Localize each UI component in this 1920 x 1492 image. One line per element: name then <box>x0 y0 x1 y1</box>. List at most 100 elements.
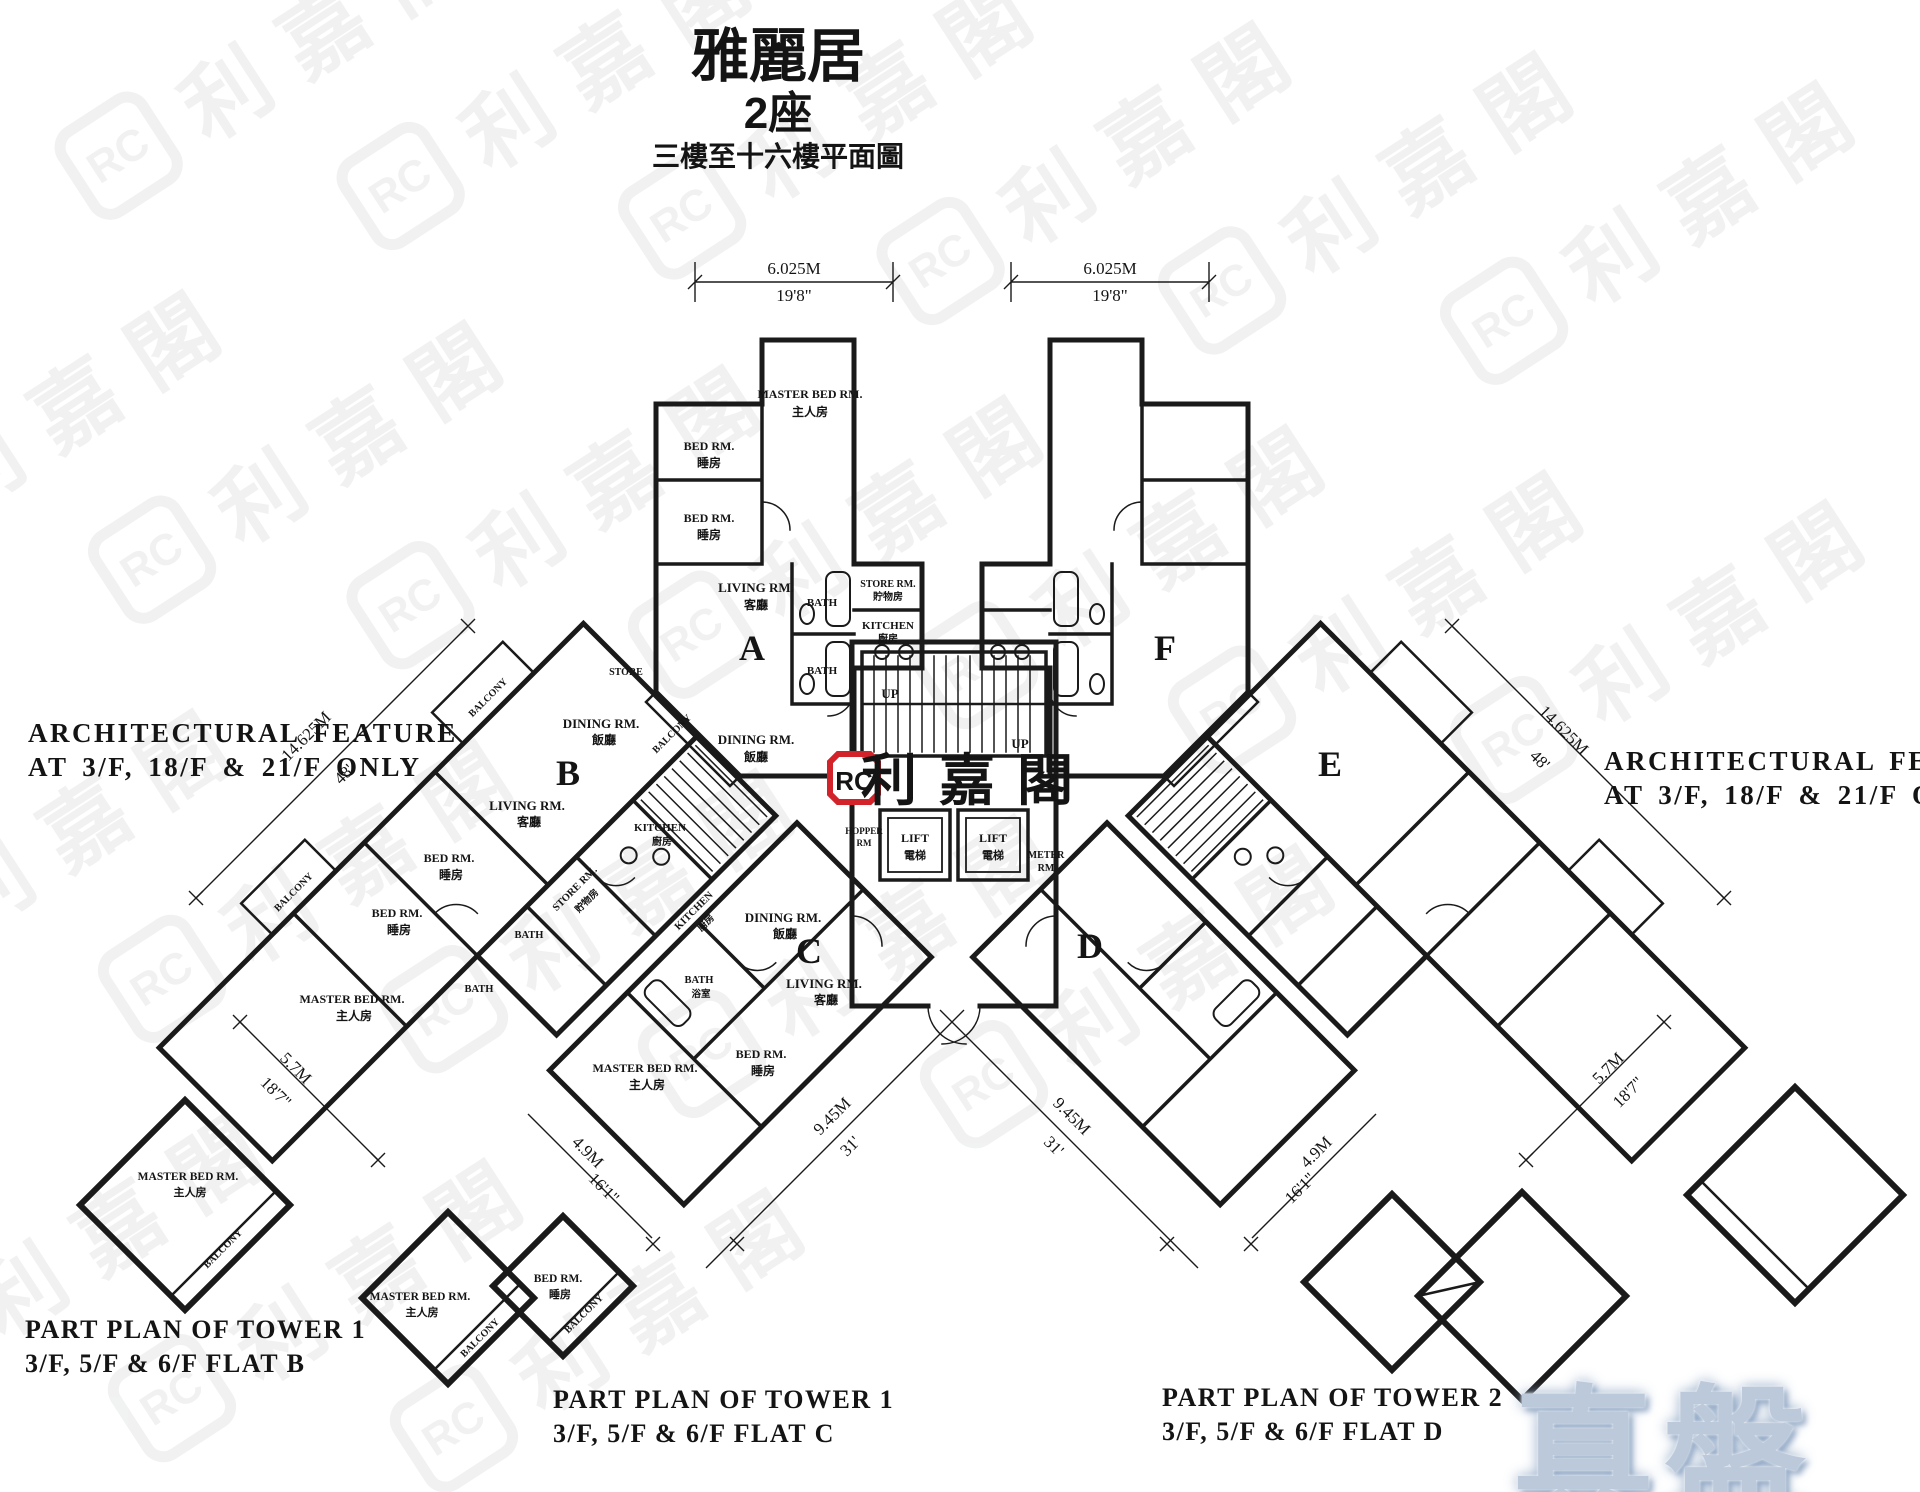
room-label-bath-zh: 浴室 <box>691 988 711 1000</box>
room-label-living: LIVING RM. <box>718 580 794 595</box>
dim-c-width-ft: 16'1" <box>585 1169 624 1208</box>
stair-label-up: UP <box>1011 736 1028 751</box>
page-title: 雅麗居 <box>691 24 865 89</box>
room-label-kitchen-zh: 廚房 <box>878 632 898 645</box>
room-label-bed-zh: 睡房 <box>439 867 463 882</box>
room-label-kitchen: KITCHEN <box>862 620 914 632</box>
flat-b-labels: DINING RM. 飯廳 B LIVING RM. 客廳 BED RM. 睡房… <box>299 716 686 1023</box>
part-plan-c-title2: 3/F, 5/F & 6/F FLAT C <box>553 1419 835 1448</box>
room-label-bath: BATH <box>465 984 494 995</box>
room-label-bed: BED RM. <box>372 906 423 920</box>
flat-letter-f: F <box>1154 628 1176 668</box>
room-label-master-bed: MASTER BED RM. <box>757 387 862 401</box>
room-label-bed: BED RM. <box>684 439 735 453</box>
hopper-room-label: RM <box>857 838 872 848</box>
flat-letter-a: A <box>739 628 765 668</box>
ricacorp-rc-letters: RC <box>835 766 873 796</box>
room-label-bed-zh: 睡房 <box>697 527 721 542</box>
room-label-store-zh: 貯物房 <box>873 590 903 603</box>
flat-letter-b: B <box>556 753 580 793</box>
room-label-bed: BED RM. <box>684 511 735 525</box>
room-label-bath: BATH <box>685 975 714 986</box>
room-label-master-bed-zh: 主人房 <box>792 404 828 419</box>
room-label-master-bed: MASTER BED RM. <box>299 992 404 1006</box>
part-plan-labels: MASTER BED RM. 主人房 BALCONY PART PLAN OF … <box>25 1171 1503 1448</box>
room-label-bed-zh: 睡房 <box>697 455 721 470</box>
ricacorp-logo: RC 利嘉閣 <box>827 749 1095 812</box>
dim-d-width-ft: 16'1" <box>1281 1169 1320 1208</box>
room-label-balcony: BALCONY <box>272 870 316 914</box>
plan-walls <box>75 337 1908 1405</box>
block-title: 2座 <box>744 89 812 138</box>
flat-a-labels: MASTER BED RM. 主人房 BED RM. 睡房 BED RM. 睡房… <box>609 387 916 764</box>
room-label-bath: BATH <box>807 665 838 677</box>
part-plan-d-walls <box>1299 1187 1631 1405</box>
right-flat-letters: F E D <box>1077 628 1342 966</box>
dim-end-right-ft: 18'7" <box>1609 1073 1648 1112</box>
part-plan-d-title1: PART PLAN OF TOWER 2 <box>1162 1383 1503 1412</box>
dimension-labels: 6.025M 19'8" 6.025M 19'8" 14.625M 48' 14… <box>257 259 1648 1207</box>
floor-range-title: 三樓至十六樓平面圖 <box>652 141 904 172</box>
room-label-dining: DINING RM. <box>718 732 795 747</box>
flat-b-balcony-labels: BALCONY BALCONY <box>272 676 510 914</box>
room-label-bath: BATH <box>807 597 838 609</box>
part-plan-c-title1: PART PLAN OF TOWER 1 <box>553 1385 894 1414</box>
room-label-living-zh: 客廳 <box>813 992 838 1007</box>
room-label-living-zh: 客廳 <box>743 597 768 612</box>
architectural-notes: ARCHITECTURAL FEATURE AT 3/F, 18/F & 21/… <box>28 718 1920 810</box>
ricacorp-name: 利嘉閣 <box>861 749 1095 812</box>
core-walls <box>849 639 1059 1045</box>
flat-letter-e: E <box>1318 744 1342 784</box>
flat-a-walls <box>644 337 925 788</box>
dim-d-length-m: 9.45M <box>1049 1094 1094 1139</box>
title-block: 雅麗居 2座 三樓至十六樓平面圖 <box>652 24 904 172</box>
room-label-master-bed: MASTER BED RM. <box>370 1291 471 1303</box>
dim-end-left-m: 5.7M <box>276 1049 315 1088</box>
core-labels: UP UP LIFT 電梯 LIFT 電梯 HOPPER RM METER RM <box>845 686 1065 874</box>
room-label-bed-zh: 睡房 <box>387 922 411 937</box>
room-label-dining-zh: 飯廳 <box>591 732 616 747</box>
room-label-master-bed-zh: 主人房 <box>174 1185 207 1199</box>
room-label-store: STORE RM. <box>860 579 916 590</box>
room-label-bed: BED RM. <box>534 1273 583 1285</box>
room-label-master-bed-zh: 主人房 <box>336 1008 372 1023</box>
room-label-balcony: BALCONY <box>467 676 511 720</box>
lift-label: LIFT <box>901 831 929 845</box>
flat-f-walls <box>982 340 1258 786</box>
note-right-line2: AT 3/F, 18/F & 21/F ONLY <box>1604 780 1920 810</box>
dim-d-width-m: 4.9M <box>1297 1133 1336 1172</box>
flat-c-labels: DINING RM. 飯廳 C LIVING RM. 客廳 BATH 浴室 MA… <box>592 890 861 1092</box>
meter-room-label: METER <box>1028 850 1065 861</box>
room-label-master-bed-zh: 主人房 <box>629 1077 665 1092</box>
room-label-living-zh: 客廳 <box>516 814 541 829</box>
room-label-balcony: BALCONY <box>651 712 695 756</box>
part-plan-b-title1: PART PLAN OF TOWER 1 <box>25 1315 366 1344</box>
lift-label-zh: 電梯 <box>982 848 1004 862</box>
room-label-bed: BED RM. <box>736 1047 787 1061</box>
dim-top-left-ft: 19'8" <box>776 286 812 305</box>
stair-label-up: UP <box>881 686 898 701</box>
dim-d-length-ft: 31' <box>1040 1132 1068 1160</box>
room-label-bed-zh: 睡房 <box>751 1063 775 1078</box>
room-label-dining-zh: 飯廳 <box>772 926 797 941</box>
property-source-logo: 真盤源 <box>1512 1375 1816 1492</box>
dimension-end-ticks <box>188 618 1732 1252</box>
dim-top-right-ft: 19'8" <box>1092 286 1128 305</box>
room-label-bath: BATH <box>515 930 544 941</box>
part-plan-d-title2: 3/F, 5/F & 6/F FLAT D <box>1162 1417 1444 1446</box>
hopper-room-label: HOPPER <box>845 826 883 836</box>
dim-end-left-ft: 18'7" <box>257 1073 296 1112</box>
part-plan-c-walls <box>357 1207 638 1389</box>
dim-c-length-m: 9.45M <box>810 1094 855 1139</box>
room-label-master-bed: MASTER BED RM. <box>138 1171 239 1183</box>
note-left-line1: ARCHITECTURAL FEATURE <box>28 718 458 748</box>
dimension-lines <box>188 262 1732 1269</box>
room-label-master-bed: MASTER BED RM. <box>592 1061 697 1075</box>
dim-wing-right-ft: 48' <box>1526 746 1554 774</box>
flat-letter-c: C <box>796 931 822 971</box>
dim-top-left-m: 6.025M <box>767 259 820 278</box>
lift-label-zh: 電梯 <box>904 848 926 862</box>
note-right-line1: ARCHITECTURAL FEATURE <box>1604 746 1920 776</box>
part-plan-b-title2: 3/F, 5/F & 6/F FLAT B <box>25 1349 305 1378</box>
